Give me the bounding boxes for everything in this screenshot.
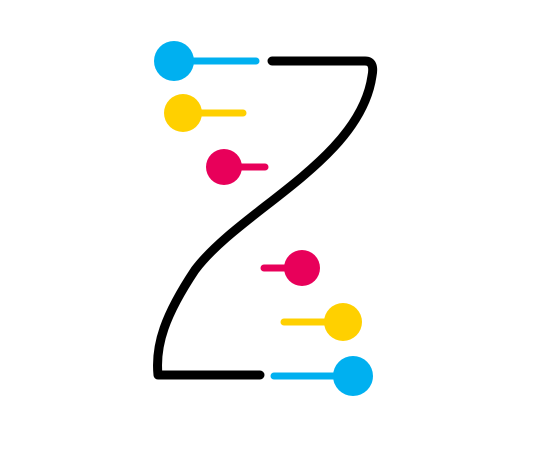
pin-bottom-yellow: [280, 303, 362, 341]
pin-bottom-cyan: [270, 356, 373, 396]
pin-top-cyan: [154, 41, 260, 81]
pin-bottom-magenta: [260, 250, 320, 286]
pin-top-magenta: [206, 149, 269, 185]
helix-backbone: [153, 56, 378, 380]
pin-top-yellow: [164, 94, 247, 132]
